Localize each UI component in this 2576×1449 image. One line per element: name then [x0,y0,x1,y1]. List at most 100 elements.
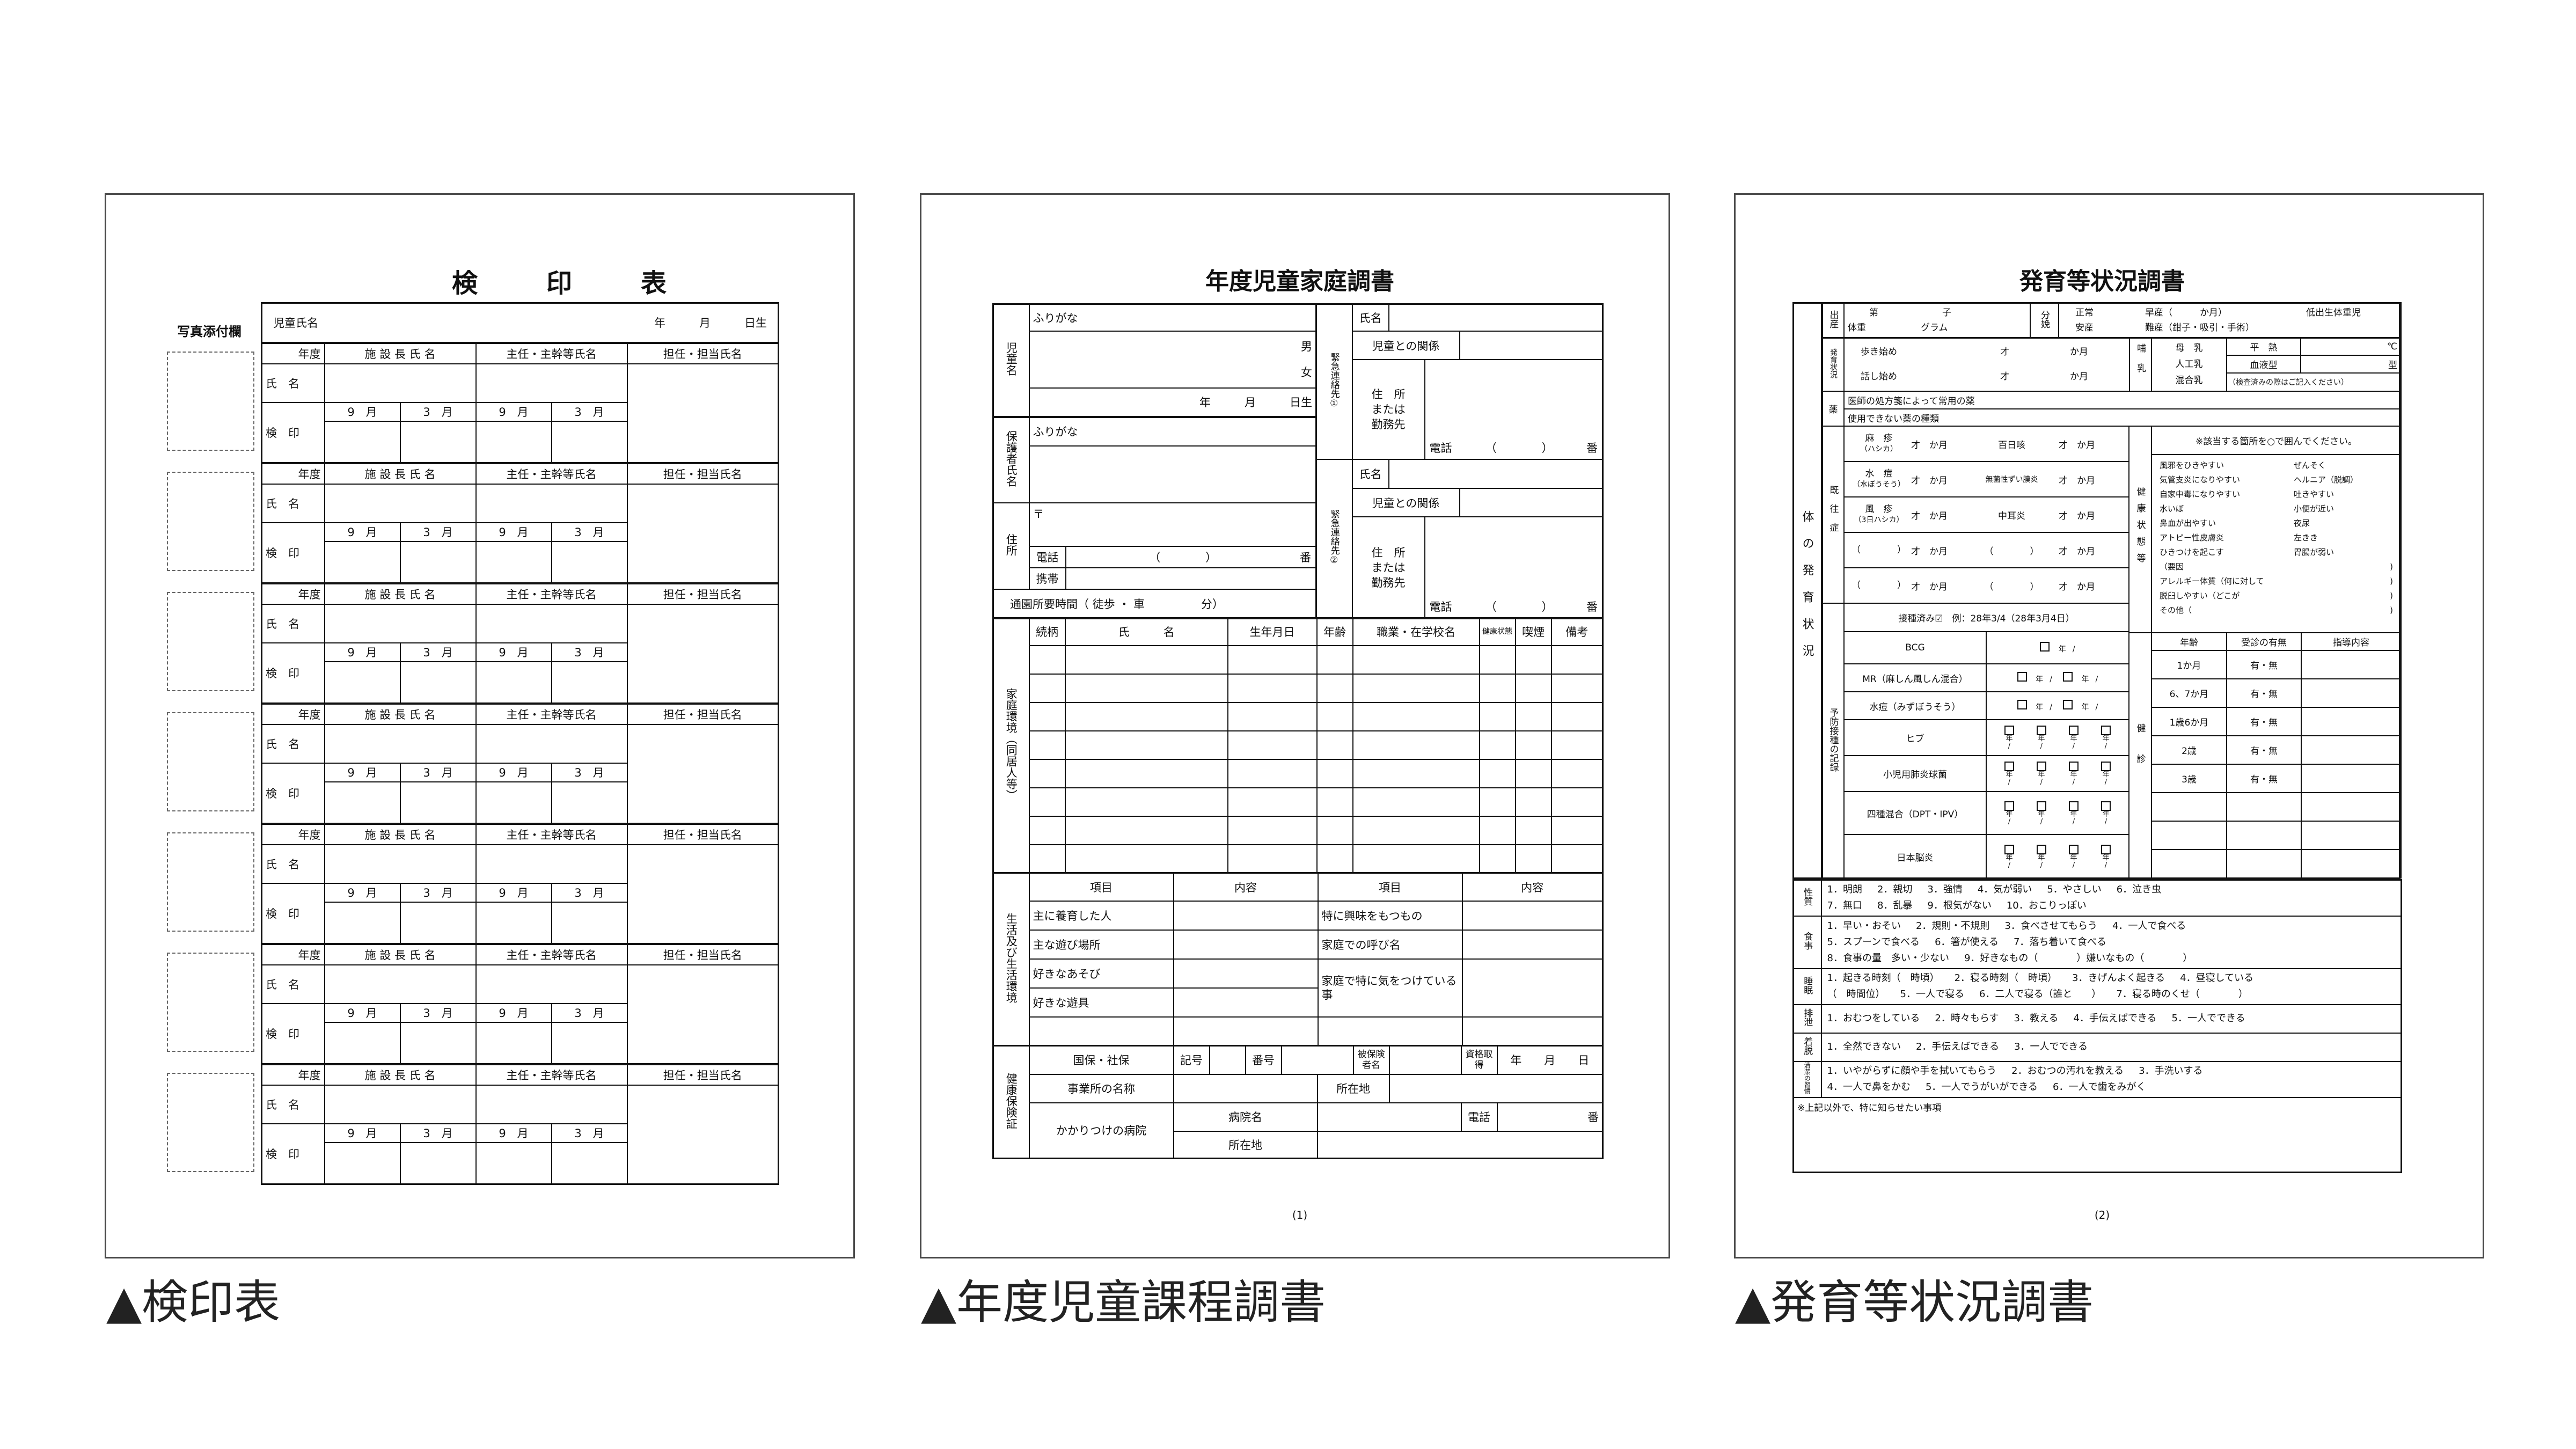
condition-item: 夜尿 [2294,518,2310,528]
child-sex-cell: 男 女 [1028,330,1317,389]
month-label: 9 月 [475,1002,552,1023]
checkup-presence: 有・無 [2226,707,2302,736]
child-name-row: 児童氏名 年 月 日生 [261,302,779,344]
life-item: 好きな遊具 [1028,987,1174,1018]
month-label: 3 月 [399,401,477,422]
condition-item: 風邪をひきやすい [2160,460,2224,470]
test-note: （検査済みの際はご記入ください） [2226,372,2402,392]
stamp-cell [475,1141,552,1185]
growth-table: 発育状況 歩き始め 才 か月 話し始め 才 か月 哺乳 母 乳 人工乳 混合乳 … [1822,337,2402,392]
insurance-table: 健康保険証 国保・社保 記号 番号 被保険者名 資格取得 年 月 日 事業所の名… [992,1045,1604,1159]
address-line: または [1371,403,1406,416]
family-cell [1550,730,1604,760]
slot-slash: / [2104,817,2107,826]
family-cell [1316,787,1353,817]
delivery-easy: 安産 [2075,323,2094,334]
habit-option: 7．無口 [1827,900,1862,912]
checkup-header: 年齢 [2151,632,2227,651]
sex-female-label: 女 [1301,365,1312,379]
stamp-label: 検 印 [261,1123,325,1185]
family-cell [1316,645,1353,675]
history-illness-left: 風 疹 （3日ハシカ） [1847,504,1911,525]
emergency-contact-table: 緊急連絡先① 氏名 児童との関係 住 所 または 勤務先 電話 （ ） 番 緊急… [1315,303,1604,619]
family-cell [1028,844,1066,874]
close-paren: ) [2390,576,2394,586]
photo-box [167,832,254,932]
illness-subname: （ハシカ） [1860,445,1898,453]
month-label: 3 月 [551,1002,628,1023]
slot-year: 年 [2058,645,2066,654]
checkbox-icon [2069,801,2079,811]
family-cell [1514,645,1552,675]
history-illness-left: 麻 疹 （ハシカ） [1847,433,1911,455]
slot-year: 年 [2070,735,2077,743]
checkup-guidance [2300,735,2402,765]
stamp-cell [551,1141,628,1185]
teacher-name-cell [626,723,779,825]
illness-name: 風 疹 [1865,504,1893,515]
habit-label: 性質 [1792,879,1822,917]
symbol-label: 記号 [1173,1045,1210,1075]
child-birth-label: 年 月 日生 [1028,387,1317,418]
name-label: 氏 名 [261,844,325,884]
vaccination-slot: 年/ [2063,700,2098,712]
emergency-address-row: 住 所 または 勤務先 電話 （ ） 番 [1351,516,1604,619]
slot-year: 年 [2102,735,2110,743]
family-cell [1479,815,1516,845]
month-label: 3 月 [551,642,628,662]
month-label: 9 月 [324,401,401,422]
family-cell [1514,844,1552,874]
history-row: 麻 疹 （ハシカ） 才 か月 百日咳 才 か月 [1843,426,2129,462]
stamp-cell [399,901,477,945]
family-cell [1227,844,1318,874]
family-cell [1479,787,1516,817]
chief-name-cell [475,723,628,764]
delivery-options: 正常 早産（ か月） 低出生体重児 安産 難産（鉗子・吸引・手術） [2058,302,2402,339]
life-item: 家庭での呼び名 [1317,929,1463,960]
emergency-contact-label: 緊急連絡先① [1315,303,1353,460]
family-cell [1316,844,1353,874]
vaccine-dates: 年/ [1986,631,2129,664]
stamp-cell [324,1021,401,1065]
mobile-label: 携帯 [1030,568,1066,588]
vaccination-slot: 年/ [2063,844,2084,869]
year-header: 年度 [261,582,325,605]
slot-slash: / [2072,817,2075,826]
family-cell [1550,673,1604,703]
life-content [1173,900,1319,931]
family-cell [1550,758,1604,788]
address-line: 勤務先 [1371,576,1406,589]
slot-slash: / [2095,703,2098,712]
family-cell [1352,701,1480,731]
feeding-label: 哺乳 [2129,337,2152,392]
checkbox-icon [2017,672,2027,682]
chief-name-cell [475,483,628,523]
slot-year: 年 [2070,853,2077,862]
director-name-cell [324,1084,477,1124]
emergency-name-row: 氏名 [1351,459,1604,489]
stamp-cell [324,420,401,464]
family-header: 職業・在学校名 [1352,617,1480,646]
stamp-cell [324,1141,401,1185]
emergency-address-label: 住 所 または 勤務先 [1353,517,1425,618]
emergency-address-label: 住 所 または 勤務先 [1353,361,1425,458]
checkup-age: 6、7か月 [2151,678,2227,708]
birth-order-weight: 第 子 体重 グラム [1843,302,2031,339]
habit-label: 食事 [1792,915,1822,969]
hospital-name-value [1316,1102,1462,1132]
stamp-cell [475,901,552,945]
condition-item: アトピー性皮膚炎 [2160,533,2224,543]
life-item [1317,1016,1463,1046]
habit-option: 4．一人で食べる [2112,920,2186,932]
slot-year: 年 [2006,810,2013,818]
checkbox-icon [2004,762,2014,771]
birth-label: 出産 [1822,302,1845,339]
slot-slash: / [2050,703,2052,712]
checkup-guidance [2300,792,2402,822]
history-row: 風 疹 （3日ハシカ） 才 か月 中耳炎 才 か月 [1843,496,2129,533]
month-label: 9 月 [324,1002,401,1023]
